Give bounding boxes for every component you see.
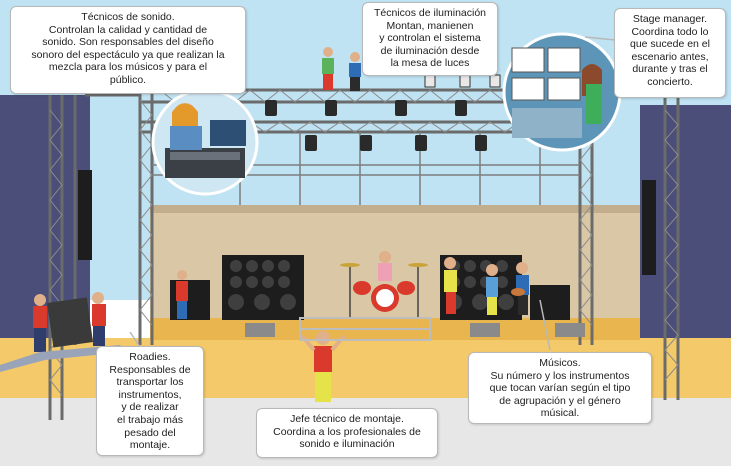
- roadies-line-5: y de realizar: [121, 401, 179, 414]
- musicians-line-2: Su número y los instrumentos: [490, 369, 630, 382]
- lighting-technicians: [322, 47, 361, 91]
- backdrop-shadow: [150, 205, 640, 213]
- sound-callout-line-3: sonido. Son responsables del diseño: [42, 36, 214, 49]
- chief-line-3: sonido e iluminación: [299, 438, 395, 451]
- sound-technicians-callout: Técnicos de sonido. Controlan la calidad…: [10, 6, 246, 94]
- chief-line-2: Coordina a los profesionales de: [273, 425, 421, 438]
- musicians-line-4: de agrupación y el género: [499, 394, 621, 407]
- chief-technician-callout: Jefe técnico de montaje. Coordina a los …: [256, 408, 438, 458]
- roadies-line-2: Responsables de: [109, 363, 191, 376]
- roadies-line-8: montaje.: [129, 439, 171, 452]
- sound-callout-line-5: mezcla para los músicos y para el: [48, 61, 208, 74]
- drummer: [378, 251, 392, 281]
- sound-technician-inset: [151, 88, 259, 196]
- sound-callout-line-2: Controlan la calidad y cantidad de: [48, 23, 208, 36]
- sound-callout-line-4: sonoro del espectáculo ya que realizan l…: [31, 48, 225, 61]
- stage-manager-line-6: concierto.: [647, 75, 693, 88]
- guitarist-left: [444, 257, 457, 314]
- stage-manager-callout: Stage manager. Coordina todo lo que suce…: [614, 8, 726, 98]
- sound-callout-line-1: Técnicos de sonido.: [81, 11, 175, 23]
- roadies-line-7: pesado del: [124, 426, 176, 439]
- lighting-callout-line-1: Técnicos de iluminación: [373, 7, 487, 19]
- lighting-callout-line-5: la mesa de luces: [390, 57, 470, 70]
- sound-callout-line-6: público.: [109, 73, 147, 86]
- lighting-callout-line-4: de iluminación desde: [380, 44, 480, 57]
- lighting-callout-line-3: y controlan el sistema: [379, 32, 481, 45]
- stage-manager-inset: [502, 32, 622, 152]
- stage-barrier: [299, 317, 431, 341]
- musicians-callout: Músicos. Su número y los instrumentos qu…: [468, 352, 652, 424]
- stage-manager-line-3: que sucede en el: [630, 38, 710, 51]
- roadies-callout: Roadies. Responsables de transportar los…: [96, 346, 204, 456]
- stage-manager-line-2: Coordina todo lo: [631, 25, 709, 38]
- side-speaker-arrays: [78, 170, 656, 275]
- stage-manager-line-5: durante y tras el: [632, 63, 708, 76]
- roadies-line-6: el trabajo más: [117, 413, 183, 426]
- stage-manager-line-4: escenario antes,: [631, 50, 709, 63]
- bassist: [486, 264, 498, 315]
- roadies-line-3: transportar los: [116, 376, 184, 389]
- chief-figure: [300, 331, 346, 402]
- stage-crew-left: [176, 270, 188, 319]
- musicians-line-3: que tocan varían según el tipo: [489, 382, 631, 395]
- roadies-line-4: instrumentos,: [118, 388, 182, 401]
- guitarist-right: [511, 262, 529, 315]
- musicians-line-1: Músicos.: [539, 357, 581, 369]
- floor-monitors: [245, 323, 585, 337]
- roadies-figures: [0, 292, 125, 372]
- lighting-technicians-callout: Técnicos de iluminación Montan, manienen…: [362, 2, 498, 76]
- stage-lights: [265, 74, 501, 151]
- musicians-line-5: músical.: [540, 407, 580, 420]
- chief-line-1: Jefe técnico de montaje.: [290, 413, 404, 425]
- roadies-line-1: Roadies.: [129, 351, 171, 363]
- drum-kit: [340, 263, 428, 318]
- stage-manager-line-1: Stage manager.: [632, 13, 708, 25]
- lighting-callout-line-2: Montan, manienen: [386, 19, 474, 32]
